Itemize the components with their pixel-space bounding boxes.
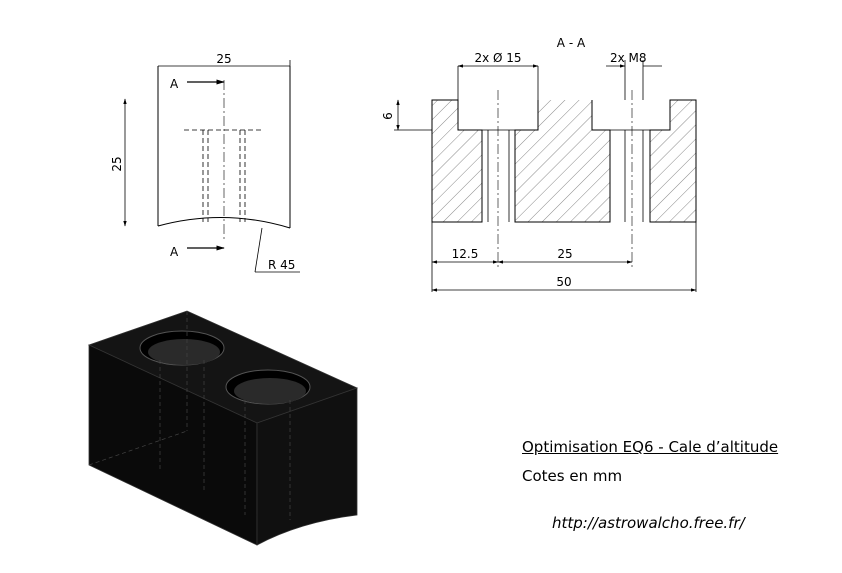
drawing-title: Optimisation EQ6 - Cale d’altitude xyxy=(522,438,779,456)
section-title: A - A xyxy=(557,36,586,50)
section-marker-bottom: A xyxy=(170,245,179,259)
front-bottom-arc xyxy=(157,217,291,229)
title-block: Optimisation EQ6 - Cale d’altitude Cotes… xyxy=(522,436,822,487)
section-view xyxy=(394,60,697,292)
depth-label: 6 xyxy=(381,112,395,120)
hole-spacing-label: 25 xyxy=(557,247,572,261)
front-width-label: 25 xyxy=(216,52,231,66)
counterbore-callout: 2x Ø 15 xyxy=(474,51,521,65)
thread-callout: 2x M8 xyxy=(610,51,647,65)
isometric-view xyxy=(87,310,359,546)
website-url: http://astrowalcho.free.fr/ xyxy=(552,514,745,532)
front-view xyxy=(123,60,300,273)
radius-label: R 45 xyxy=(268,258,295,272)
radius-leader xyxy=(254,227,263,273)
edge-to-hole-label: 12.5 xyxy=(452,247,479,261)
units-note: Cotes en mm xyxy=(522,467,623,485)
overall-width-label: 50 xyxy=(556,275,571,289)
section-marker-top: A xyxy=(170,77,179,91)
front-height-label: 25 xyxy=(110,156,124,171)
